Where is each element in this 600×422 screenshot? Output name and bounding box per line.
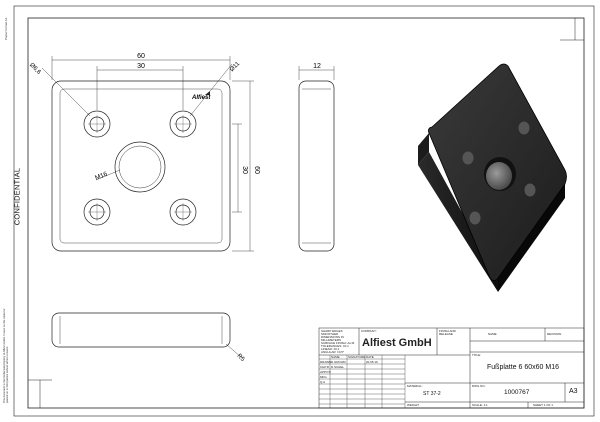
dim-radius: R5 — [236, 353, 246, 363]
row-checked: CHK'D — [320, 365, 330, 369]
inner-frame — [27, 17, 585, 409]
sheet-label: SHEET 1 OF 1 — [533, 403, 553, 407]
front-view — [41, 56, 254, 252]
isometric-view — [418, 63, 567, 292]
drawing-number: 1000767 — [504, 389, 530, 396]
name-header: NAME — [488, 332, 497, 336]
dim-diameter-small: Ø6,6 — [28, 62, 42, 76]
material-value: ST 37-2 — [423, 391, 441, 397]
material-label: MATERIAL: — [407, 384, 423, 388]
dim-height-outer: 60 — [253, 166, 260, 174]
logo-icon — [205, 91, 210, 95]
col-signature: SIGNATURE — [348, 355, 366, 359]
company-name: Alfiest GmbH — [362, 337, 432, 349]
row-mfg: MFG — [320, 375, 327, 379]
dwg-label: DWG NO. — [472, 384, 486, 388]
title-block-grid — [318, 327, 585, 409]
dim-diameter-large: Ø11 — [229, 61, 241, 73]
checked-by: D.SCHEL — [331, 365, 345, 369]
dim-thickness: 12 — [313, 63, 321, 70]
title-label: TITLE: — [472, 353, 482, 357]
company-label: COMPANY: — [361, 329, 377, 333]
col-date: DATE — [366, 355, 374, 359]
scale-label: SCALE: 1:1 — [472, 403, 488, 407]
weight-label: WEIGHT: — [407, 403, 420, 407]
sheet-size: A3 — [569, 388, 578, 395]
logo-mark: Alfiest — [191, 95, 211, 101]
revision-header: REVISION — [547, 332, 562, 336]
top-view — [51, 312, 243, 359]
col-name: NAME — [331, 355, 340, 359]
outer-frame — [13, 5, 595, 417]
dim-thread: M16 — [94, 170, 109, 181]
row-qa: Q.A — [320, 380, 326, 384]
dim-width-inner: 30 — [137, 63, 145, 70]
dim-width-outer: 60 — [137, 53, 145, 60]
dim-height-inner: 30 — [241, 166, 248, 174]
drawn-by: D.GROHM — [331, 360, 346, 364]
general-notes: SHARP EDGES SMOOTHED DIMENSIONS IN MILLI… — [321, 329, 356, 354]
drawn-date: 20.05.19 — [366, 360, 378, 364]
drawing-title: Fußplatte 6 60x60 M16 — [487, 364, 559, 371]
finish-label: FINISH AND RELEASE — [439, 329, 456, 336]
side-view — [298, 66, 335, 252]
row-drawn: DRAWN — [320, 360, 332, 364]
row-approved: APPV'D — [320, 370, 331, 374]
